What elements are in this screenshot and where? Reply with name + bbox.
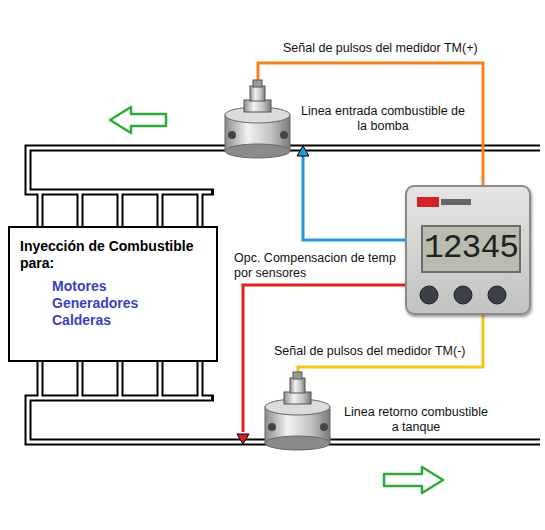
temp-wire-inlet: [303, 156, 406, 240]
brand-mark: [441, 199, 471, 205]
list-item: Motores: [20, 278, 206, 295]
flow-meter-inlet: [225, 80, 290, 158]
pipe-label: Linea retorno combustible a tanque: [340, 405, 492, 435]
flow-arrow-right: [384, 467, 443, 493]
return-manifold-core: [40, 360, 200, 398]
lcd-readout: 12345: [421, 225, 521, 273]
pipe-label: Linea entrada combustible de la bomba: [296, 104, 470, 134]
temp-sensor-inlet: [297, 146, 309, 156]
flow-arrow-left: [110, 107, 166, 133]
temp-sensor-return: [237, 434, 249, 444]
signal-label: Señal de pulsos del medidor TM(+): [283, 41, 523, 56]
pulse-wire-minus: [298, 314, 483, 372]
push-button: [420, 286, 438, 304]
push-button: [488, 286, 506, 304]
injection-box: Inyección de Combustible para: MotoresGen…: [8, 226, 218, 362]
pulse-wire-plus: [258, 63, 483, 186]
brand-logo: [417, 197, 439, 207]
signal-label: Señal de pulsos del medidor TM(-): [274, 344, 514, 359]
inlet-manifold-core: [40, 192, 200, 228]
box-heading: Inyección de Combustible para:: [20, 238, 206, 272]
sensor-note: Opc. Compensacion de temp por sensores: [234, 251, 406, 281]
list-item: Calderas: [20, 312, 206, 329]
list-item: Generadores: [20, 295, 206, 312]
push-button: [454, 286, 472, 304]
flow-meter-return: [265, 372, 330, 450]
display-counter: 12345: [405, 185, 531, 315]
